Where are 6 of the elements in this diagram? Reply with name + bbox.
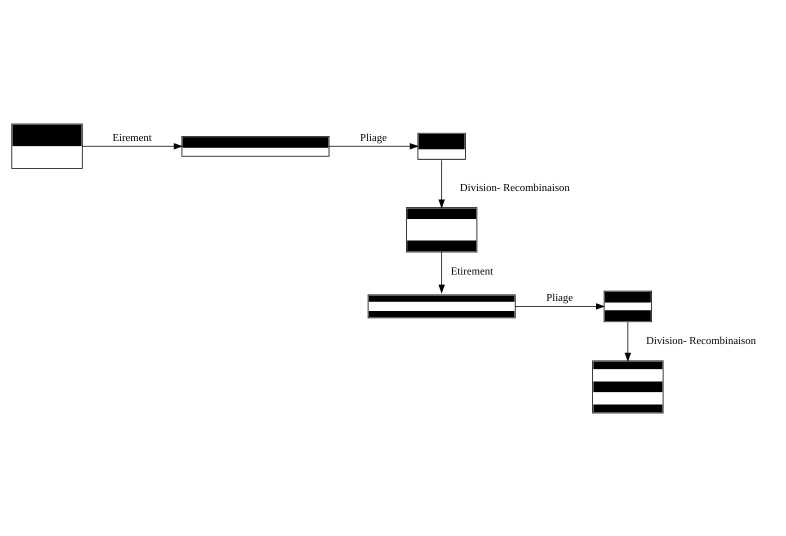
edge-label: Etirement bbox=[450, 264, 494, 277]
edge-label: Eirement bbox=[112, 132, 152, 144]
edge-label: Pliage bbox=[546, 292, 574, 304]
edge-label: Division- Recombinaison bbox=[646, 334, 756, 347]
edge-label: Division- Recombinaison bbox=[460, 181, 570, 194]
edge-label: Pliage bbox=[360, 132, 387, 144]
